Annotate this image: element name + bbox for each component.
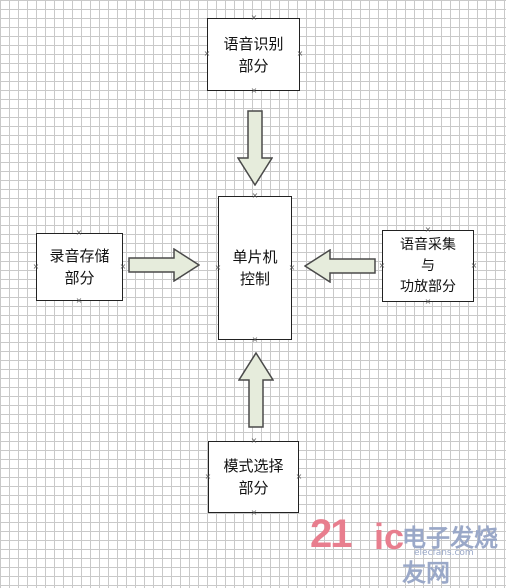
connector-mark: × [75,296,83,305]
arrow-right-shape [304,249,376,283]
connector-mark: × [288,263,296,272]
mcu-control-box: 单片机 控制 [218,196,292,340]
connector-mark: × [424,225,432,234]
arrow-top-shape [237,110,273,186]
recording-storage-box: 录音存储 部分 [36,233,123,301]
arrow-left-to-center [128,248,200,282]
connector-mark: × [119,262,127,271]
speech-recognition-line1: 语音识别 [223,34,284,53]
connector-mark: × [424,297,432,306]
diagram-canvas: 语音识别 部分 录音存储 部分 单片机 控制 语音采集 与 功放部分 模式选择 … [32,13,478,517]
connector-mark: × [251,335,259,344]
speech-recognition-box: 语音识别 部分 [207,18,300,91]
arrow-bottom-shape [238,352,274,428]
connector-mark: × [296,49,304,58]
arrow-right-to-center [304,249,376,283]
connector-mark: × [250,13,258,22]
watermark-url: elecfans.com [414,548,474,558]
audio-capture-amp-box: 语音采集 与 功放部分 [382,230,474,302]
connector-mark: × [378,261,386,270]
connector-mark: × [251,191,259,200]
connector-mark: × [203,49,211,58]
mode-select-line1: 模式选择 [223,457,284,475]
connector-mark: × [250,508,258,517]
audio-capture-amp-line2: 与 [421,257,435,274]
watermark-logo: 21 ic 电子发烧友网 elecfans.com [302,510,506,587]
connector-mark: × [214,263,222,272]
connector-mark: × [32,262,40,271]
audio-capture-amp-line1: 语音采集 [400,236,456,253]
connector-mark: × [470,261,478,270]
connector-mark: × [250,86,258,95]
arrow-bottom-to-center [238,352,274,428]
watermark-number: 21 [310,512,352,556]
audio-capture-amp-line3: 功放部分 [400,278,456,295]
mcu-control-line2: 控制 [239,270,270,288]
recording-storage-line1: 录音存储 [49,247,110,265]
watermark-ic: ic [374,516,405,557]
arrow-top-to-center [237,110,273,186]
mode-select-box: 模式选择 部分 [208,441,299,513]
speech-recognition-line2: 部分 [238,56,269,75]
connector-mark: × [204,472,212,481]
mode-select-line2: 部分 [238,479,269,497]
mcu-control-line1: 单片机 [232,248,278,266]
recording-storage-line2: 部分 [64,269,95,287]
connector-mark: × [250,436,258,445]
connector-mark: × [295,472,303,481]
arrow-left-shape [128,248,200,282]
connector-mark: × [75,228,83,237]
